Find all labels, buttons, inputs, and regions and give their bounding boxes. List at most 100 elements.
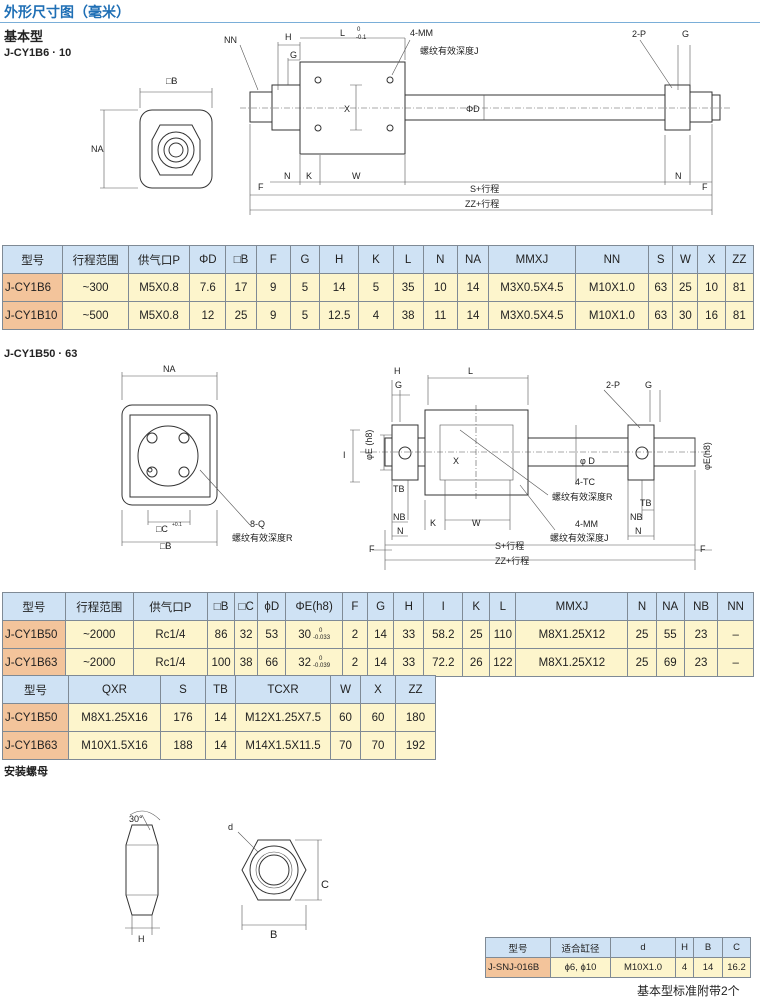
column-header: ΦE(h8): [285, 592, 343, 621]
dim-label: B: [270, 929, 277, 941]
column-header: F: [255, 245, 291, 274]
cell: 14: [205, 731, 236, 760]
column-header: ϕD: [257, 592, 287, 621]
tolerance-value: 0: [319, 627, 323, 634]
end-view: [121, 372, 251, 546]
column-header: X: [697, 245, 726, 274]
cell: 9: [255, 301, 291, 330]
cell: M12X1.25X7.5: [235, 703, 331, 732]
column-header: K: [462, 592, 491, 621]
column-header: L: [489, 592, 517, 621]
dim-label: 2-P: [606, 380, 620, 390]
dim-label: NN: [224, 35, 237, 45]
dim-label: F: [702, 182, 708, 192]
dim-label: 螺纹有效深度R: [232, 532, 293, 543]
cell: 23: [683, 620, 719, 649]
column-header: □B: [206, 592, 236, 621]
dim-label: I: [343, 450, 346, 460]
column-header: F: [341, 592, 368, 621]
dim-label: □C: [156, 524, 168, 534]
title-divider: [0, 22, 760, 23]
cell: 81: [724, 301, 755, 330]
cell: 81: [724, 273, 755, 302]
cell: ~2000: [64, 620, 134, 649]
section-heading: 基本型: [4, 29, 44, 44]
dim-label: C: [321, 879, 329, 891]
dim-label: φE (h8): [364, 430, 374, 460]
column-header: d: [610, 937, 676, 958]
footnote: 基本型标准附带2个: [637, 984, 740, 998]
cell: 30: [672, 301, 699, 330]
drawing-mounting-nut: 30° H d C B: [125, 810, 329, 944]
column-header: 型号: [485, 937, 551, 958]
cell: 70: [330, 731, 361, 760]
dim-label: S+行程: [470, 183, 499, 194]
cell: 2: [341, 648, 368, 677]
dim-label: ΦD: [466, 104, 480, 114]
cell-value: 32: [298, 656, 312, 669]
dim-label: G: [645, 380, 652, 390]
column-header: NN: [717, 592, 754, 621]
side-view: [350, 375, 712, 570]
cell: 14: [366, 648, 395, 677]
cell: 70: [360, 731, 396, 760]
column-header: MMXJ: [515, 592, 629, 621]
cell: M10X1.5X16: [68, 731, 161, 760]
cell: M10X1.0: [610, 957, 676, 978]
cell: 188: [160, 731, 206, 760]
cell: M8X1.25X12: [515, 620, 629, 649]
dim-label: NB: [393, 512, 406, 522]
tolerance-value: -0.033: [313, 634, 331, 641]
side-view: [239, 37, 730, 215]
cell: M10X1.0: [574, 273, 650, 302]
cell: ~2000: [64, 648, 134, 677]
column-header: 型号: [2, 592, 66, 621]
dim-label: 2-P: [632, 29, 646, 39]
tolerance-value: 0: [319, 655, 323, 662]
dim-label: NB: [630, 512, 643, 522]
column-header: 型号: [2, 675, 69, 704]
cell: 14: [456, 301, 490, 330]
model-cell: J-CY1B10: [1, 301, 64, 330]
column-header: NA: [655, 592, 685, 621]
cell: 25: [627, 620, 657, 649]
cell: 58.2: [423, 620, 464, 649]
dim-label: K: [430, 518, 436, 528]
model-heading-b: J-CY1B50 · 63: [4, 348, 78, 360]
cell: –: [717, 648, 754, 677]
column-header: ZZ: [395, 675, 436, 704]
cell: 14: [456, 273, 490, 302]
column-header: G: [289, 245, 321, 274]
cell: 17: [225, 273, 257, 302]
cell: 63: [648, 301, 674, 330]
column-header: H: [393, 592, 425, 621]
model-cell: J-CY1B63: [2, 648, 66, 677]
dim-label: F: [258, 182, 264, 192]
cell: M8X1.25X12: [515, 648, 629, 677]
cell: 60: [360, 703, 396, 732]
cell: 16: [697, 301, 726, 330]
cell: 12.5: [319, 301, 360, 330]
column-header: N: [627, 592, 657, 621]
tolerance: 0: [357, 27, 361, 33]
cell: 38: [392, 301, 424, 330]
cell: Rc1/4: [132, 620, 208, 649]
cell: 12: [189, 301, 227, 330]
cell: M3X0.5X4.5: [488, 301, 576, 330]
dim-label: H: [394, 366, 401, 376]
dim-label: □B: [166, 76, 177, 86]
dim-label: N: [675, 171, 682, 181]
cell: 33: [393, 648, 425, 677]
cell: 23: [683, 648, 719, 677]
cell: 38: [234, 648, 259, 677]
column-header: G: [366, 592, 395, 621]
tolerance: -0.1: [356, 35, 367, 41]
drawing-cy1b6-10: □B NA NN H L 0 -0.1 4-MM 螺纹有效深度J G 2-P G…: [91, 27, 730, 215]
drawing-cy1b50-63: NA □C +0.1 □B 8-Q 螺纹有效深度R H G L 2-P G I …: [121, 364, 712, 570]
end-view: [100, 88, 213, 189]
dim-label: N: [397, 526, 404, 536]
